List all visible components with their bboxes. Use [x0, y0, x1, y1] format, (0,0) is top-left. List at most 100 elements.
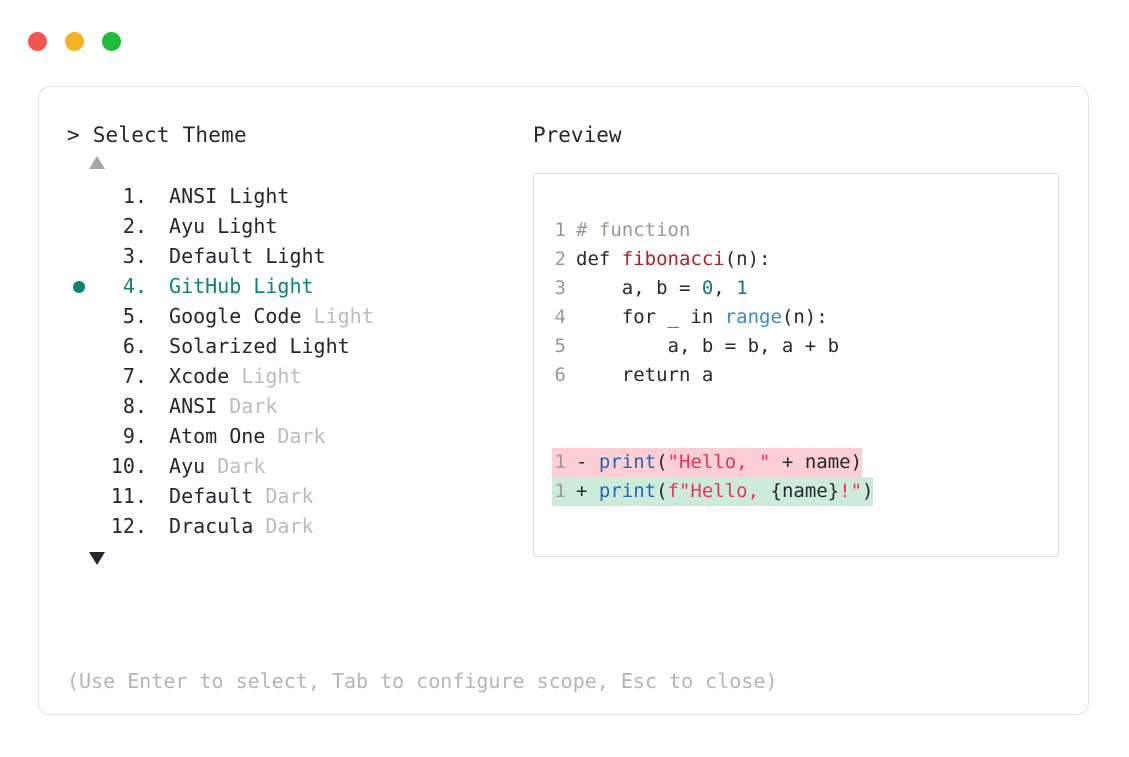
bullet-placeholder-icon	[73, 221, 85, 233]
name-variant-spacer	[217, 181, 229, 211]
selection-bullet-cell	[67, 242, 101, 272]
theme-list-item[interactable]: 11. Default Dark	[67, 481, 537, 511]
theme-item-variant: Light	[229, 184, 290, 208]
index-spacer	[147, 391, 169, 421]
theme-item-index: 11.	[110, 484, 147, 508]
theme-list-item[interactable]: 2. Ayu Light	[67, 211, 537, 241]
code-token: a, b =	[576, 277, 702, 299]
line-number: 2	[554, 248, 566, 270]
selection-bullet-cell	[67, 212, 101, 242]
minimize-icon[interactable]	[65, 32, 84, 51]
theme-item-index: 1.	[122, 184, 147, 208]
index-spacer	[147, 241, 169, 271]
name-variant-spacer	[205, 211, 217, 241]
theme-item-index: 9.	[122, 424, 147, 448]
code-line: 3 a, b = 0, 1	[534, 274, 1058, 303]
theme-list-item[interactable]: 12. Dracula Dark	[67, 511, 537, 541]
code-token: 1	[736, 277, 748, 299]
theme-list-item[interactable]: 10. Ayu Dark	[67, 451, 537, 481]
diff-sign: +	[576, 480, 599, 502]
theme-item-index: 3.	[122, 244, 147, 268]
code-blank-line	[534, 419, 1058, 448]
index-spacer	[147, 451, 169, 481]
name-variant-spacer	[241, 271, 253, 301]
selection-bullet-cell	[67, 302, 101, 332]
theme-list-item[interactable]: 9. Atom One Dark	[67, 421, 537, 451]
theme-list-item[interactable]: 5. Google Code Light	[67, 301, 537, 331]
name-variant-spacer	[205, 451, 217, 481]
bullet-placeholder-icon	[73, 341, 85, 353]
bullet-placeholder-icon	[73, 521, 85, 533]
code-token: def	[576, 248, 622, 270]
index-spacer	[147, 211, 169, 241]
theme-item-variant: Dark	[277, 424, 326, 448]
code-line: 6 return a	[534, 361, 1058, 390]
selection-bullet-cell	[67, 452, 101, 482]
close-icon[interactable]	[28, 32, 47, 51]
diff-line-remove: 1- print("Hello, " + name)	[534, 448, 1058, 477]
theme-list-item[interactable]: 4. GitHub Light	[67, 271, 537, 301]
scroll-down-indicator[interactable]	[67, 545, 537, 571]
index-spacer	[147, 331, 169, 361]
page-title: > Select Theme	[67, 121, 537, 149]
index-spacer	[147, 181, 169, 211]
code-token: "Hello, "	[667, 451, 771, 473]
bullet-placeholder-icon	[73, 461, 85, 473]
code-line-content: a, b = b, a + b	[576, 332, 840, 361]
code-blank-line	[534, 390, 1058, 419]
code-token: (	[656, 451, 668, 473]
theme-list-item[interactable]: 7. Xcode Light	[67, 361, 537, 391]
index-spacer	[147, 481, 169, 511]
selection-bullet-cell	[67, 182, 101, 212]
code-token: print	[598, 451, 657, 473]
theme-item-index: 7.	[122, 364, 147, 388]
theme-list-item[interactable]: 8. ANSI Dark	[67, 391, 537, 421]
theme-item-name: Ayu	[169, 214, 206, 238]
theme-item-name: Dracula	[169, 514, 254, 538]
code-token: a, b = b, a + b	[576, 335, 840, 357]
code-line: 4 for _ in range(n):	[534, 303, 1058, 332]
theme-item-variant: Light	[313, 304, 374, 328]
code-token: (	[656, 480, 668, 502]
theme-item-variant: Dark	[265, 484, 314, 508]
selected-bullet-icon	[73, 281, 85, 293]
selection-bullet-cell	[67, 392, 101, 422]
theme-list-item[interactable]: 6. Solarized Light	[67, 331, 537, 361]
chevron-up-icon	[89, 155, 105, 169]
code-token: print	[598, 480, 657, 502]
theme-item-index: 12.	[110, 514, 147, 538]
theme-item-name: Xcode	[169, 364, 230, 388]
maximize-icon[interactable]	[102, 32, 121, 51]
theme-item-index: 4.	[122, 274, 147, 298]
name-variant-spacer	[229, 361, 241, 391]
scroll-up-indicator[interactable]	[67, 149, 537, 175]
code-token: f"Hello,	[667, 480, 771, 502]
page-title-label: Select Theme	[92, 123, 247, 147]
code-line-content: a, b = 0, 1	[576, 274, 748, 303]
code-token: range	[724, 306, 782, 328]
bullet-placeholder-icon	[73, 191, 85, 203]
diff-line-add: 1+ print(f"Hello, {name}!")	[534, 477, 1058, 506]
line-number: 1	[554, 451, 566, 473]
index-spacer	[147, 361, 169, 391]
theme-item-index: 5.	[122, 304, 147, 328]
bullet-placeholder-icon	[73, 251, 85, 263]
theme-item-name: Ayu	[169, 454, 206, 478]
diff-sign: -	[576, 451, 599, 473]
theme-item-variant: Light	[241, 364, 302, 388]
theme-list-item[interactable]: 3. Default Light	[67, 241, 537, 271]
keyboard-hint: (Use Enter to select, Tab to configure s…	[67, 669, 778, 693]
selection-bullet-cell	[67, 332, 101, 362]
theme-list-item[interactable]: 1. ANSI Light	[67, 181, 537, 211]
line-number: 4	[554, 306, 566, 328]
theme-item-variant: Light	[289, 334, 350, 358]
name-variant-spacer	[217, 391, 229, 421]
theme-item-index: 10.	[110, 454, 147, 478]
index-spacer	[147, 301, 169, 331]
preview-title: Preview	[533, 123, 622, 147]
theme-item-name: Default	[169, 484, 254, 508]
